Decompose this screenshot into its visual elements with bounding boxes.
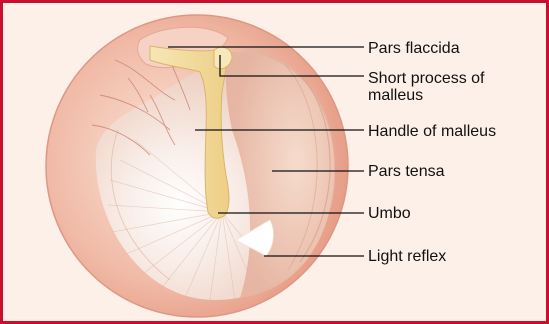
label-short-process-line1: Short process of: [368, 70, 485, 87]
label-pars-tensa: Pars tensa: [368, 163, 444, 180]
label-light-reflex: Light reflex: [368, 248, 446, 265]
label-short-process-line2: malleus: [368, 87, 485, 104]
label-pars-flaccida: Pars flaccida: [368, 40, 460, 57]
label-umbo: Umbo: [368, 205, 411, 222]
label-short-process: Short process of malleus: [368, 70, 485, 104]
label-handle-of-malleus: Handle of malleus: [368, 123, 496, 140]
